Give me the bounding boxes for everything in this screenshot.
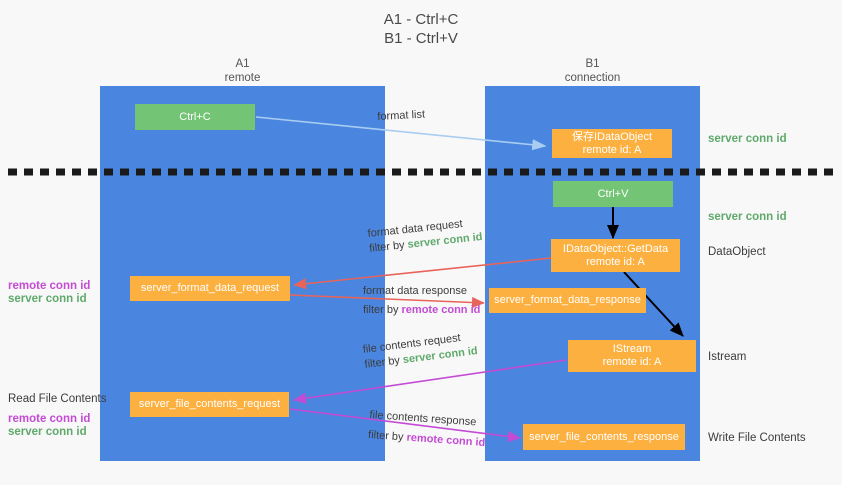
node-server-format-data-response[interactable]: server_format_data_response [489,288,646,313]
node-store-idataobject-remote-id: remote id: A [582,143,642,156]
node-server-file-contents-request[interactable]: server_file_contents_request [130,392,289,417]
node-server-format-data-request-label: server_format_data_request [140,282,280,294]
node-server-format-data-request[interactable]: server_format_data_request [130,276,290,301]
label-format-server-conn-id: server conn id [8,293,87,305]
node-ctrl-c-label: Ctrl+C [179,110,211,123]
lane-b1-subtitle: connection [564,72,621,84]
node-getdata-remote-id: remote id: A [586,255,645,268]
label-dataobject: DataObject [708,246,766,258]
label-format-remote-conn-id: remote conn id [8,280,91,292]
label-server-conn-id-mid: server conn id [708,211,787,223]
node-ctrl-c[interactable]: Ctrl+C [135,104,255,130]
label-write-file-contents: Write File Contents [708,432,806,444]
node-istream-label: IStream [612,343,652,355]
lane-b1-title: B1 [585,58,600,70]
edge-caption-format-data-response: format data response filter by remote co… [363,284,480,318]
edge-file-contents-response-text: file contents response [369,408,477,429]
label-read-remote-conn-id: remote conn id [8,413,91,425]
node-istream[interactable]: IStream remote id: A [568,340,696,372]
node-server-file-contents-request-label: server_file_contents_request [138,398,281,410]
filter-prefix: filter by [363,354,404,371]
edge-file-contents-response-filter: filter by remote conn id [368,428,486,451]
node-store-idataobject[interactable]: 保存IDataObject remote id: A [552,129,672,158]
node-server-file-contents-response-label: server_file_contents_response [529,430,679,443]
filter-target-remote-conn-id: remote conn id [406,431,486,450]
label-read-server-conn-id: server conn id [8,426,87,438]
title-line-2: B1 - Ctrl+V [384,30,458,47]
node-ctrl-v-label: Ctrl+V [597,187,629,200]
edge-format-data-response-filter: filter by remote conn id [363,303,480,318]
node-server-file-contents-response[interactable]: server_file_contents_response [523,424,685,450]
node-ctrl-v[interactable]: Ctrl+V [553,181,673,207]
node-istream-remote-id: remote id: A [602,356,662,368]
edge-caption-format-list: format list [377,108,425,125]
node-store-idataobject-label: 保存IDataObject [571,130,653,143]
lane-a1-title: A1 [235,58,250,70]
label-read-file-contents: Read File Contents [8,393,107,405]
node-getdata[interactable]: IDataObject::GetData remote id: A [551,239,680,272]
filter-prefix: filter by [367,428,407,444]
edge-format-data-response-text: format data response [363,285,467,297]
label-server-conn-id-top: server conn id [708,133,787,145]
filter-prefix: filter by [368,238,409,255]
edge-caption-file-contents-response: file contents response filter by remote … [368,408,488,451]
page-title: A1 - Ctrl+C B1 - Ctrl+V [0,10,842,48]
node-getdata-label: IDataObject::GetData [562,242,669,255]
node-server-format-data-response-label: server_format_data_response [494,294,641,306]
lane-header-a1: A1 remote [100,57,385,85]
label-istream: Istream [708,351,747,363]
filter-prefix: filter by [363,304,402,316]
lane-a1-subtitle: remote [224,72,261,84]
filter-target-remote-conn-id: remote conn id [401,304,481,316]
lane-header-b1: B1 connection [485,57,700,85]
title-line-1: A1 - Ctrl+C [383,11,459,28]
edge-format-list-text: format list [377,108,426,123]
